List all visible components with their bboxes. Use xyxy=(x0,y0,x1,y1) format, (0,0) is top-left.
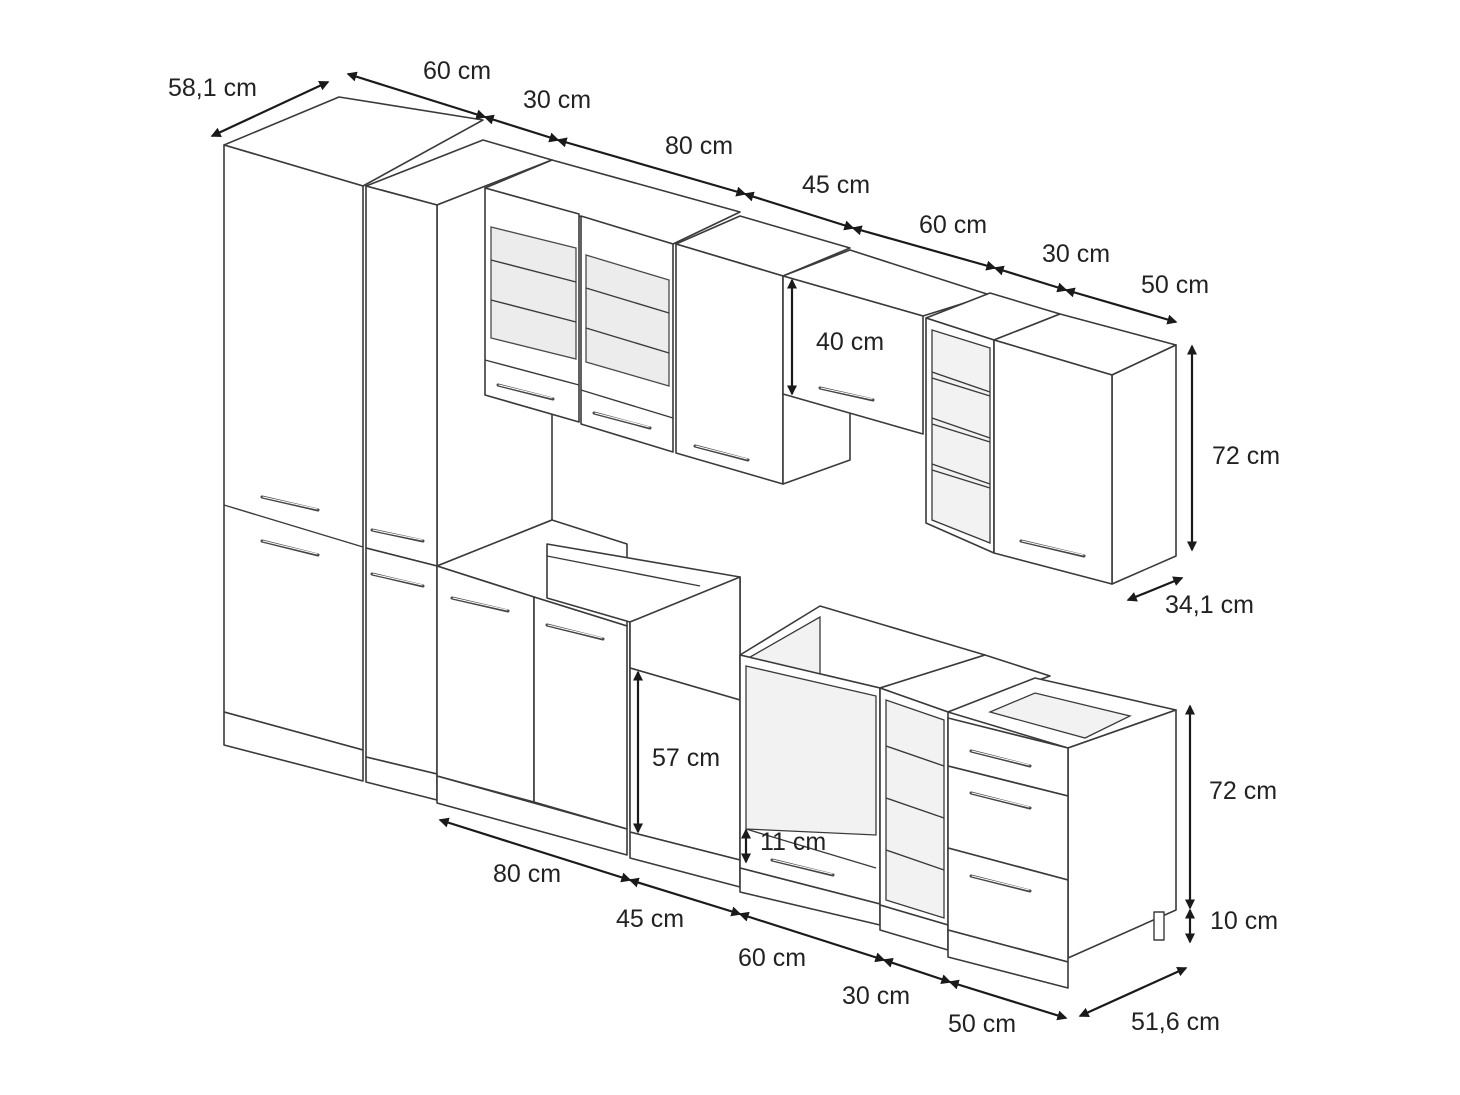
dim-label-top-60: 60 cm xyxy=(423,57,491,85)
dim-label-oven-niche-height: 57 cm xyxy=(652,744,720,772)
upper-flap-cabinet-60 xyxy=(782,249,991,435)
base-drawer-cabinet-50 xyxy=(947,677,1177,989)
dim-label-upper-flap-height: 40 cm xyxy=(816,328,884,356)
dim-label-top-30: 30 cm xyxy=(523,86,591,114)
dim-label-top-50: 50 cm xyxy=(1141,271,1209,299)
handle-icon xyxy=(693,444,750,462)
handle-icon xyxy=(260,495,320,557)
base-open-shelf-30 xyxy=(879,654,1051,951)
upper-glass-cabinet-80 xyxy=(484,159,741,453)
handle-icon xyxy=(1019,539,1086,558)
dim-label-plinth-height: 10 cm xyxy=(1210,907,1278,935)
handle-icon xyxy=(969,749,1032,893)
handle-icon xyxy=(818,386,875,402)
handle-icon xyxy=(770,858,835,877)
dim-label-drawer-height: 11 cm xyxy=(760,828,826,856)
handle-icon xyxy=(496,383,652,430)
dim-label-upper-height: 72 cm xyxy=(1212,442,1280,470)
dim-label-bottom-60: 60 cm xyxy=(738,944,806,972)
dim-label-upper-depth: 34,1 cm xyxy=(1165,591,1254,619)
handle-icon xyxy=(450,596,605,641)
dim-label-bottom-50: 50 cm xyxy=(948,1010,1016,1038)
dim-label-base-height: 72 cm xyxy=(1209,777,1277,805)
handle-icon xyxy=(370,528,425,588)
oven-housing-45 xyxy=(546,543,741,888)
dimension-labels: 58,1 cm 60 cm 30 cm 80 cm 45 cm 60 cm 30… xyxy=(168,57,1280,1038)
upper-cabinet-50 xyxy=(993,313,1177,585)
dim-label-bottom-80: 80 cm xyxy=(493,860,561,888)
dimension-arrows xyxy=(210,71,1198,1021)
dim-label-top-45: 45 cm xyxy=(802,171,870,199)
upper-open-shelf-30 xyxy=(925,292,1061,554)
dim-label-bottom-45: 45 cm xyxy=(616,905,684,933)
dim-label-top-30b: 30 cm xyxy=(1042,240,1110,268)
dim-label-top-80: 80 cm xyxy=(665,132,733,160)
dim-label-base-depth: 51,6 cm xyxy=(1131,1008,1220,1036)
dim-label-top-60b: 60 cm xyxy=(919,211,987,239)
dim-label-bottom-30: 30 cm xyxy=(842,982,910,1010)
dim-label-tall-depth: 58,1 cm xyxy=(168,74,257,102)
